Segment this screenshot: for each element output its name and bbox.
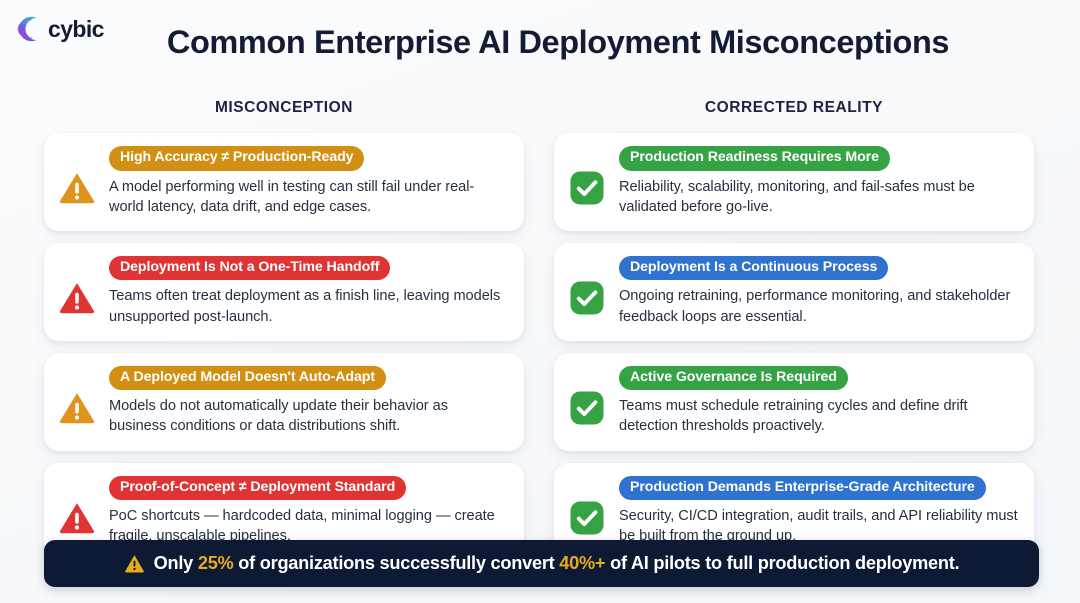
misconception-icon-slot xyxy=(58,476,96,547)
comparison-row: High Accuracy ≠ Production-Ready A model … xyxy=(44,133,1039,231)
misconception-badge-line: High Accuracy ≠ Production-Ready xyxy=(109,146,508,171)
footer-part-1: Only xyxy=(153,553,198,573)
warning-triangle-icon xyxy=(59,503,95,534)
brand-logo: cybic xyxy=(14,14,104,44)
check-square-icon xyxy=(570,281,604,315)
reality-icon-slot xyxy=(568,366,606,437)
footer-text: Only 25% of organizations successfully c… xyxy=(154,553,960,574)
misconception-badge: Proof-of-Concept ≠ Deployment Standard xyxy=(109,475,407,501)
warning-triangle-icon xyxy=(59,173,95,204)
crescent-arcs-logo-icon xyxy=(17,16,37,42)
reality-badge: Deployment Is a Continuous Process xyxy=(619,255,889,281)
reality-badge: Production Demands Enterprise-Grade Arch… xyxy=(619,475,986,501)
misconception-card-body: High Accuracy ≠ Production-Ready A model … xyxy=(109,146,508,217)
reality-description: Reliability, scalability, monitoring, an… xyxy=(619,178,975,215)
check-square-icon xyxy=(570,171,604,205)
misconception-badge: A Deployed Model Doesn't Auto-Adapt xyxy=(109,365,386,391)
reality-description: Ongoing retraining, performance monitori… xyxy=(619,288,1011,325)
warning-triangle-icon xyxy=(59,393,95,424)
column-headers: MISCONCEPTION CORRECTED REALITY xyxy=(44,99,1039,117)
column-header-misconception: MISCONCEPTION xyxy=(214,99,354,116)
misconception-badge-line: Deployment Is Not a One-Time Handoff xyxy=(109,255,508,281)
misconception-badge-line: Proof-of-Concept ≠ Deployment Standard xyxy=(109,475,508,501)
check-square-icon xyxy=(570,501,604,535)
footer-stat-2: 40%+ xyxy=(559,553,606,573)
footer-stat-1: 25% xyxy=(197,553,234,573)
reality-card-body: Production Demands Enterprise-Grade Arch… xyxy=(619,475,1018,547)
reality-icon-slot xyxy=(568,476,606,547)
misconception-badge-line: A Deployed Model Doesn't Auto-Adapt xyxy=(109,365,508,391)
misconception-description: Models do not automatically update their… xyxy=(109,398,448,435)
reality-badge: Active Governance Is Required xyxy=(619,365,848,391)
check-square-icon xyxy=(570,391,604,425)
footer-stat-banner: Only 25% of organizations successfully c… xyxy=(44,540,1039,587)
brand-name: cybic xyxy=(48,15,104,42)
comparison-grid: High Accuracy ≠ Production-Ready A model … xyxy=(44,133,1039,561)
page-title: Common Enterprise AI Deployment Misconce… xyxy=(166,24,950,60)
misconception-card: High Accuracy ≠ Production-Ready A model … xyxy=(44,133,524,231)
misconception-icon-slot xyxy=(58,146,96,217)
reality-icon-slot xyxy=(568,256,606,327)
reality-badge: Production Readiness Requires More xyxy=(619,146,890,171)
misconception-badge: Deployment Is Not a One-Time Handoff xyxy=(109,255,391,281)
misconception-icon-slot xyxy=(58,256,96,327)
reality-badge-line: Production Readiness Requires More xyxy=(619,146,1018,171)
warning-triangle-icon xyxy=(124,555,144,573)
misconception-description: Teams often treat deployment as a finish… xyxy=(109,288,501,325)
misconception-icon-slot xyxy=(58,366,96,437)
footer-part-3: of AI pilots to full production deployme… xyxy=(605,553,960,573)
reality-badge-line: Production Demands Enterprise-Grade Arch… xyxy=(619,475,1018,501)
footer-part-2: of organizations successfully convert xyxy=(233,553,560,573)
reality-icon-slot xyxy=(568,146,606,217)
reality-badge-line: Active Governance Is Required xyxy=(619,365,1018,391)
warning-triangle-icon xyxy=(59,283,95,314)
misconception-description: A model performing well in testing can s… xyxy=(109,178,475,215)
reality-description: Teams must schedule retraining cycles an… xyxy=(619,398,968,435)
column-header-corrected-reality: CORRECTED REALITY xyxy=(704,99,884,116)
misconception-badge: High Accuracy ≠ Production-Ready xyxy=(109,146,365,171)
reality-badge-line: Deployment Is a Continuous Process xyxy=(619,255,1018,281)
